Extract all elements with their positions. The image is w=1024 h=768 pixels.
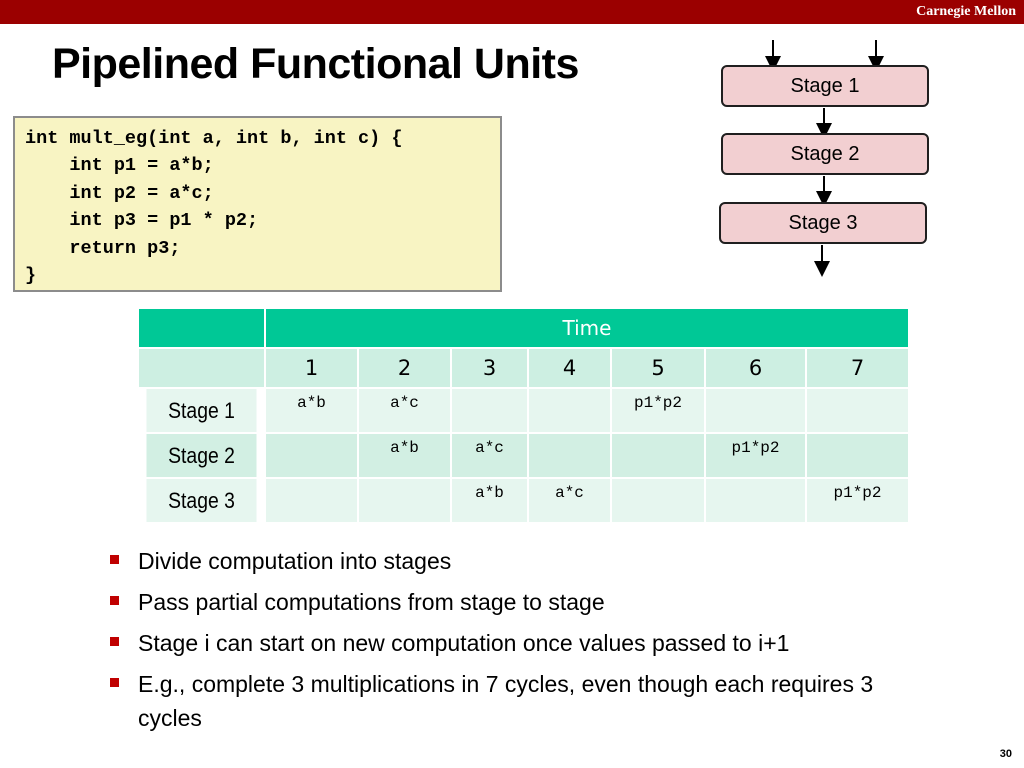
time-cell: 6 <box>706 349 805 387</box>
table-cell: a*c <box>529 479 610 522</box>
table-cell <box>612 479 704 522</box>
bullet-text: E.g., complete 3 multiplications in 7 cy… <box>138 671 874 731</box>
time-cell: 7 <box>807 349 908 387</box>
table-row-stage-1: Stage 1 a*b a*c p1*p2 <box>139 389 908 432</box>
bullet-text: Divide computation into stages <box>138 548 452 574</box>
table-cell <box>807 389 908 432</box>
table-cell <box>452 389 527 432</box>
table-cell <box>529 434 610 477</box>
time-numbers-row: 1 2 3 4 5 6 7 <box>139 349 908 387</box>
bullet-list: Divide computation into stages Pass part… <box>108 544 898 742</box>
table-cell: p1*p2 <box>807 479 908 522</box>
table-cell: a*b <box>359 434 450 477</box>
time-header-row: Time <box>139 309 908 347</box>
pipeline-table: Time 1 2 3 4 5 6 7 Stage 1 a*b a*c p1*p2… <box>137 307 910 524</box>
time-cell: 2 <box>359 349 450 387</box>
table-cell: p1*p2 <box>612 389 704 432</box>
code-block: int mult_eg(int a, int b, int c) { int p… <box>15 118 500 289</box>
row-label: Stage 1 <box>146 389 257 432</box>
stage-box-1: Stage 1 <box>721 65 929 107</box>
table-cell: a*c <box>359 389 450 432</box>
time-cell: 3 <box>452 349 527 387</box>
stage-box-2: Stage 2 <box>721 133 929 175</box>
table-row-stage-3: Stage 3 a*b a*c p1*p2 <box>139 479 908 522</box>
code-line: int mult_eg(int a, int b, int c) { <box>25 128 403 149</box>
bullet-square-icon <box>110 596 119 605</box>
table-cell: a*b <box>266 389 357 432</box>
stage-box-3: Stage 3 <box>719 202 927 244</box>
table-cell <box>266 434 357 477</box>
pipeline-arrows <box>765 40 884 277</box>
table-cell: a*b <box>452 479 527 522</box>
table-cell <box>529 389 610 432</box>
bullet-item: Pass partial computations from stage to … <box>108 585 898 619</box>
row-label: Stage 3 <box>146 479 257 522</box>
code-line: int p2 = a*c; <box>25 182 214 204</box>
bullet-square-icon <box>110 555 119 564</box>
code-line: } <box>25 265 37 287</box>
table-row-stage-2: Stage 2 a*b a*c p1*p2 <box>139 434 908 477</box>
table-cell <box>612 434 704 477</box>
row-label: Stage 2 <box>146 434 257 477</box>
bullet-item: Divide computation into stages <box>108 544 898 578</box>
bullet-text: Stage i can start on new computation onc… <box>138 630 790 656</box>
page-number: 30 <box>999 748 1012 760</box>
bullet-item: E.g., complete 3 multiplications in 7 cy… <box>108 667 898 735</box>
top-bar: Carnegie Mellon <box>0 0 1024 24</box>
table-cell: a*c <box>452 434 527 477</box>
table-cell <box>359 479 450 522</box>
time-cell: 5 <box>612 349 704 387</box>
code-line: return p3; <box>25 237 181 259</box>
bullet-text: Pass partial computations from stage to … <box>138 589 605 615</box>
table-cell <box>266 479 357 522</box>
code-box: int mult_eg(int a, int b, int c) { int p… <box>13 116 502 292</box>
table-cell <box>706 479 805 522</box>
header-corner <box>139 309 264 347</box>
code-line: int p3 = p1 * p2; <box>25 210 259 232</box>
table-cell: p1*p2 <box>706 434 805 477</box>
slide-title: Pipelined Functional Units <box>52 40 579 88</box>
table-cell <box>706 389 805 432</box>
bullet-item: Stage i can start on new computation onc… <box>108 626 898 660</box>
code-line: int p1 = a*b; <box>25 155 214 177</box>
time-cell: 4 <box>529 349 610 387</box>
table-cell <box>807 434 908 477</box>
bullet-square-icon <box>110 678 119 687</box>
time-header: Time <box>266 309 908 347</box>
numbers-corner <box>139 349 264 387</box>
brand-label: Carnegie Mellon <box>916 4 1016 19</box>
bullet-square-icon <box>110 637 119 646</box>
time-cell: 1 <box>266 349 357 387</box>
